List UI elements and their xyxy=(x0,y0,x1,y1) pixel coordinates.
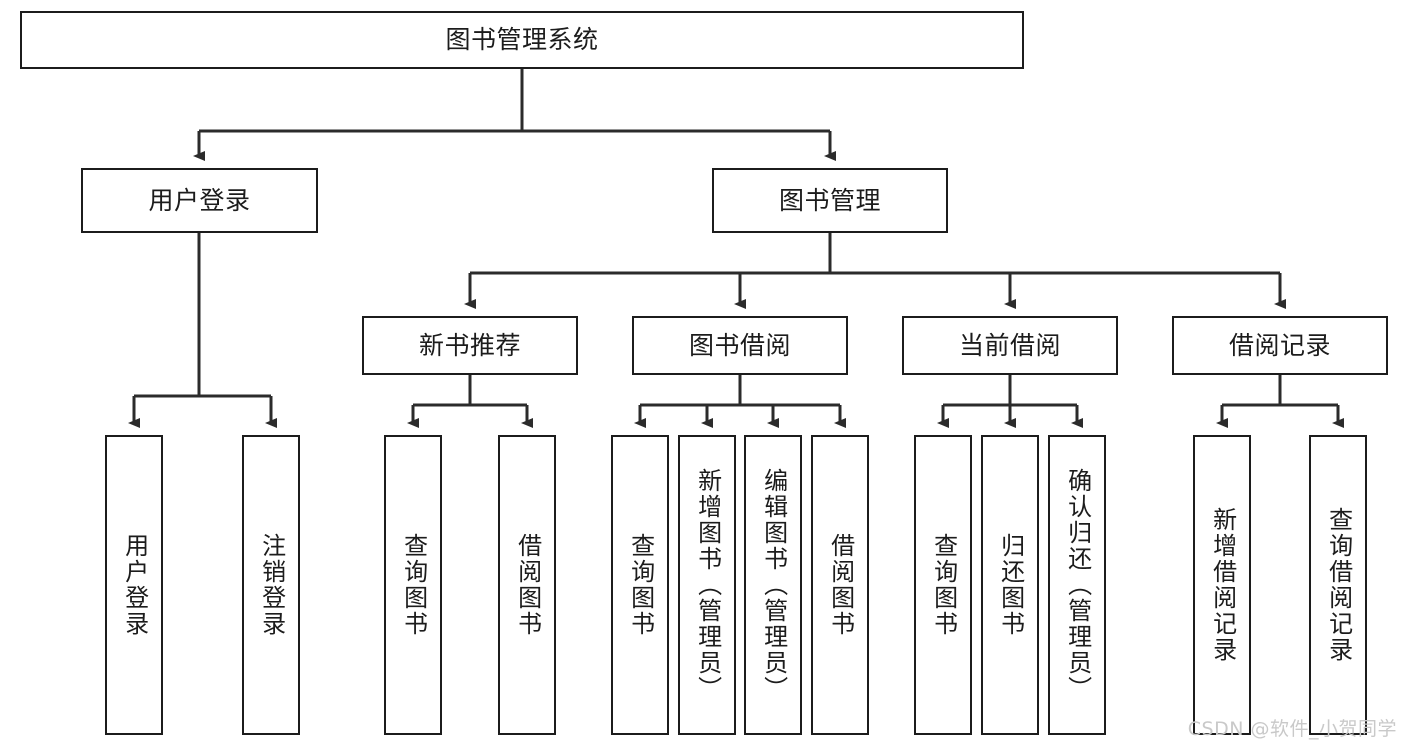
node-label: 新书推荐 xyxy=(418,330,521,360)
node-label: 编辑图书（管理员） xyxy=(759,468,788,702)
leaf-current-borrow-return[interactable]: 归还图书 xyxy=(981,435,1039,735)
csdn-watermark: CSDN @软件_小贺同学 xyxy=(1187,718,1397,740)
node-label: 图书管理系统 xyxy=(445,25,599,55)
leaf-current-borrow-confirm-return[interactable]: 确认归还（管理员） xyxy=(1048,435,1106,735)
node-label: 图书借阅 xyxy=(688,330,791,360)
leaf-user-login-signin[interactable]: 用户登录 xyxy=(105,435,163,735)
node-label: 新增图书（管理员） xyxy=(693,468,722,702)
node-label: 用户登录 xyxy=(148,185,251,215)
node-label: 图书管理 xyxy=(778,185,881,215)
node-label: 用户登录 xyxy=(120,533,149,637)
leaf-borrow-record-add[interactable]: 新增借阅记录 xyxy=(1193,435,1251,735)
node-label: 借阅图书 xyxy=(513,533,542,637)
node-label: 查询图书 xyxy=(399,533,428,637)
node-book-management[interactable]: 图书管理 xyxy=(712,168,948,233)
node-label: 查询图书 xyxy=(929,533,958,637)
leaf-new-book-query[interactable]: 查询图书 xyxy=(384,435,442,735)
node-label: 新增借阅记录 xyxy=(1208,507,1237,663)
node-borrow-record[interactable]: 借阅记录 xyxy=(1172,316,1388,375)
node-label: 查询借阅记录 xyxy=(1324,507,1353,663)
node-label: 借阅图书 xyxy=(826,533,855,637)
node-user-login[interactable]: 用户登录 xyxy=(81,168,318,233)
node-book-borrow[interactable]: 图书借阅 xyxy=(632,316,848,375)
leaf-book-borrow-borrow[interactable]: 借阅图书 xyxy=(811,435,869,735)
node-label: 借阅记录 xyxy=(1228,330,1331,360)
leaf-book-borrow-query[interactable]: 查询图书 xyxy=(611,435,669,735)
leaf-borrow-record-query[interactable]: 查询借阅记录 xyxy=(1309,435,1367,735)
node-label: 归还图书 xyxy=(996,533,1025,637)
leaf-book-borrow-edit[interactable]: 编辑图书（管理员） xyxy=(744,435,802,735)
node-label: 注销登录 xyxy=(257,533,286,637)
node-new-book-recommend[interactable]: 新书推荐 xyxy=(362,316,578,375)
node-current-borrow[interactable]: 当前借阅 xyxy=(902,316,1118,375)
node-label: 查询图书 xyxy=(626,533,655,637)
node-label: 当前借阅 xyxy=(958,330,1061,360)
leaf-user-login-signout[interactable]: 注销登录 xyxy=(242,435,300,735)
node-label: 确认归还（管理员） xyxy=(1063,468,1092,702)
node-root-system[interactable]: 图书管理系统 xyxy=(20,11,1024,69)
leaf-current-borrow-query[interactable]: 查询图书 xyxy=(914,435,972,735)
leaf-book-borrow-add[interactable]: 新增图书（管理员） xyxy=(678,435,736,735)
leaf-new-book-borrow[interactable]: 借阅图书 xyxy=(498,435,556,735)
